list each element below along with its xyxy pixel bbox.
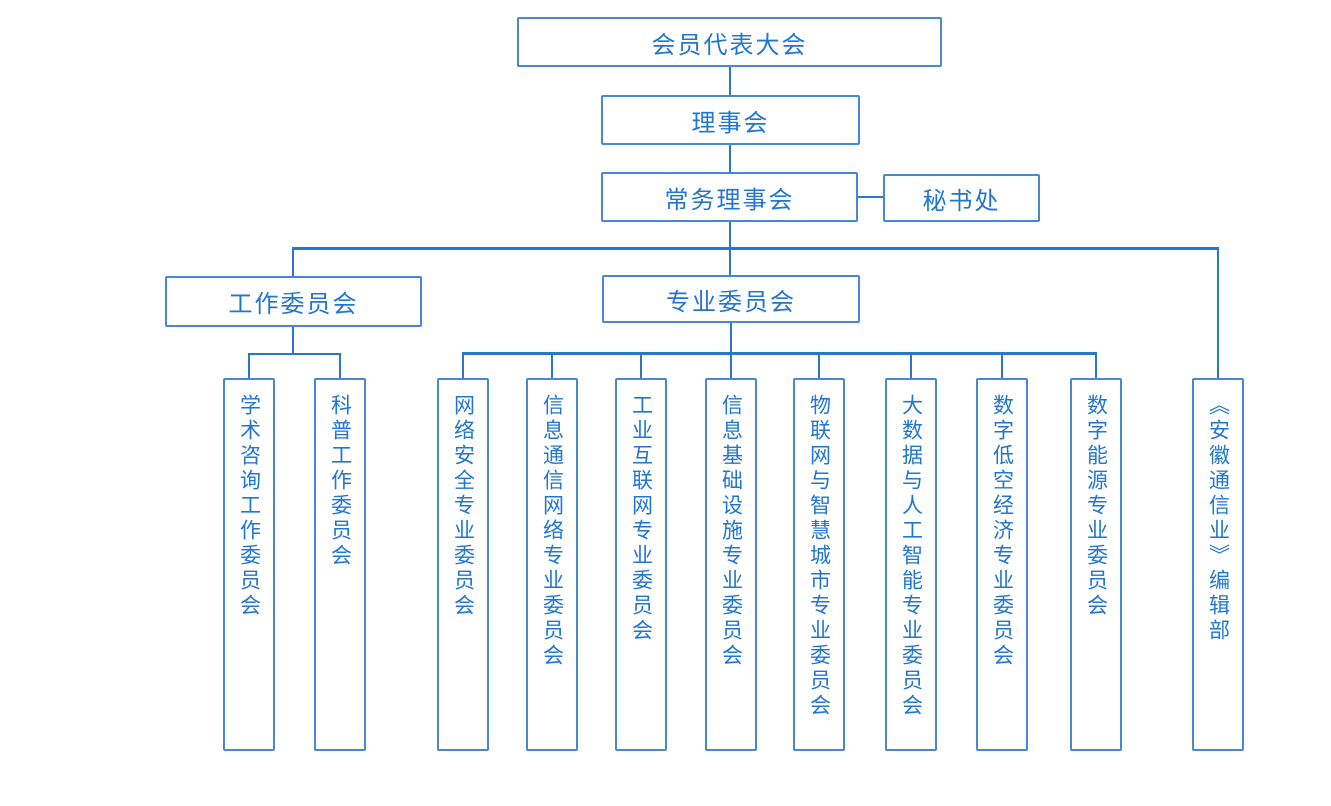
connector-drop-working-2 [339,353,341,379]
connector-drop-prof-1 [462,352,464,379]
node-info-infrastructure-committee: 信息基础设施专业委员会 [705,378,757,751]
connector-drop-prof-3 [640,352,642,379]
connector-council-standing [729,145,731,173]
connector-professional-horizontal [462,352,1097,355]
node-label: 会员代表大会 [651,31,808,59]
node-label: 信息通信网络专业委员会 [540,394,564,669]
connector-working-horizontal [248,353,341,355]
connector-drop-prof-6 [910,352,912,379]
connector-working-stub [292,327,294,354]
node-professional-committee: 专业委员会 [602,275,860,323]
connector-level1-horizontal [292,247,1219,250]
node-working-committee: 工作委员会 [165,276,422,327]
node-label: 数字能源专业委员会 [1084,394,1108,619]
node-member-congress: 会员代表大会 [517,17,942,67]
connector-drop-working-1 [248,353,250,379]
connector-drop-prof-2 [551,352,553,379]
node-label: 《安徽通信业》编辑部 [1206,394,1230,644]
node-label: 秘书处 [922,187,1001,215]
node-label: 大数据与人工智能专业委员会 [899,394,923,719]
connector-drop-editorial [1217,247,1219,379]
node-secretariat: 秘书处 [883,174,1040,222]
node-digital-energy-committee: 数字能源专业委员会 [1070,378,1122,751]
node-label: 理事会 [691,109,770,137]
node-academic-consulting-committee: 学术咨询工作委员会 [223,378,275,751]
node-editorial-department: 《安徽通信业》编辑部 [1192,378,1244,751]
node-iot-smart-city-committee: 物联网与智慧城市专业委员会 [793,378,845,751]
node-industrial-internet-committee: 工业互联网专业委员会 [615,378,667,751]
connector-drop-professional [729,247,731,275]
node-label: 网络安全专业委员会 [451,394,475,619]
connector-standing-down [729,222,731,248]
node-info-communication-network-committee: 信息通信网络专业委员会 [526,378,578,751]
node-label: 工业互联网专业委员会 [629,394,653,644]
node-label: 数字低空经济专业委员会 [990,394,1014,669]
connector-drop-prof-8 [1095,352,1097,379]
node-standing-council: 常务理事会 [601,172,858,222]
connector-root-council [729,67,731,95]
node-bigdata-ai-committee: 大数据与人工智能专业委员会 [885,378,937,751]
connector-professional-stub [730,322,732,379]
connector-drop-working [292,247,294,276]
connector-drop-prof-7 [1001,352,1003,379]
node-label: 学术咨询工作委员会 [237,394,261,619]
node-label: 科普工作委员会 [328,394,352,569]
node-science-popularization-committee: 科普工作委员会 [314,378,366,751]
node-label: 物联网与智慧城市专业委员会 [807,394,831,719]
node-label: 常务理事会 [664,186,795,214]
connector-standing-secretariat [858,196,883,198]
node-label: 工作委员会 [228,291,359,318]
node-label: 信息基础设施专业委员会 [719,394,743,669]
node-digital-low-altitude-economy-committee: 数字低空经济专业委员会 [976,378,1028,751]
connector-drop-prof-5 [818,352,820,379]
node-council: 理事会 [601,95,860,145]
node-network-security-committee: 网络安全专业委员会 [437,378,489,751]
node-label: 专业委员会 [666,288,796,316]
